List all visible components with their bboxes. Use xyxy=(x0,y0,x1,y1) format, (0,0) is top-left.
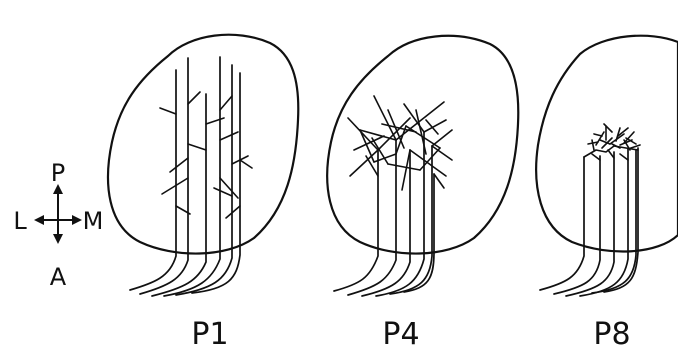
panel-label-p1: P1 xyxy=(191,317,228,351)
compass-lateral-label: L xyxy=(13,207,27,235)
panel-outline xyxy=(327,36,518,254)
compass-anterior-label: A xyxy=(50,263,67,291)
compass-down-arrowhead xyxy=(53,234,63,244)
panel-p1: P1 xyxy=(108,35,298,351)
overlapping-arbors xyxy=(348,96,452,190)
compass-right-arrowhead xyxy=(72,215,82,225)
compass-medial-label: M xyxy=(83,207,104,235)
compass-posterior-label: P xyxy=(51,159,65,187)
panel-outline xyxy=(108,35,298,254)
axon-bundle xyxy=(540,148,638,296)
panel-label-p4: P4 xyxy=(382,317,419,351)
compass-left-arrowhead xyxy=(34,215,44,225)
orientation-compass: P A L M xyxy=(13,159,103,291)
axon-bundle xyxy=(130,57,240,296)
focal-termination-zone xyxy=(584,124,640,160)
panel-label-p8: P8 xyxy=(593,317,630,351)
panel-p4: P4 xyxy=(327,36,518,351)
panel-p8: P8 xyxy=(536,36,678,351)
